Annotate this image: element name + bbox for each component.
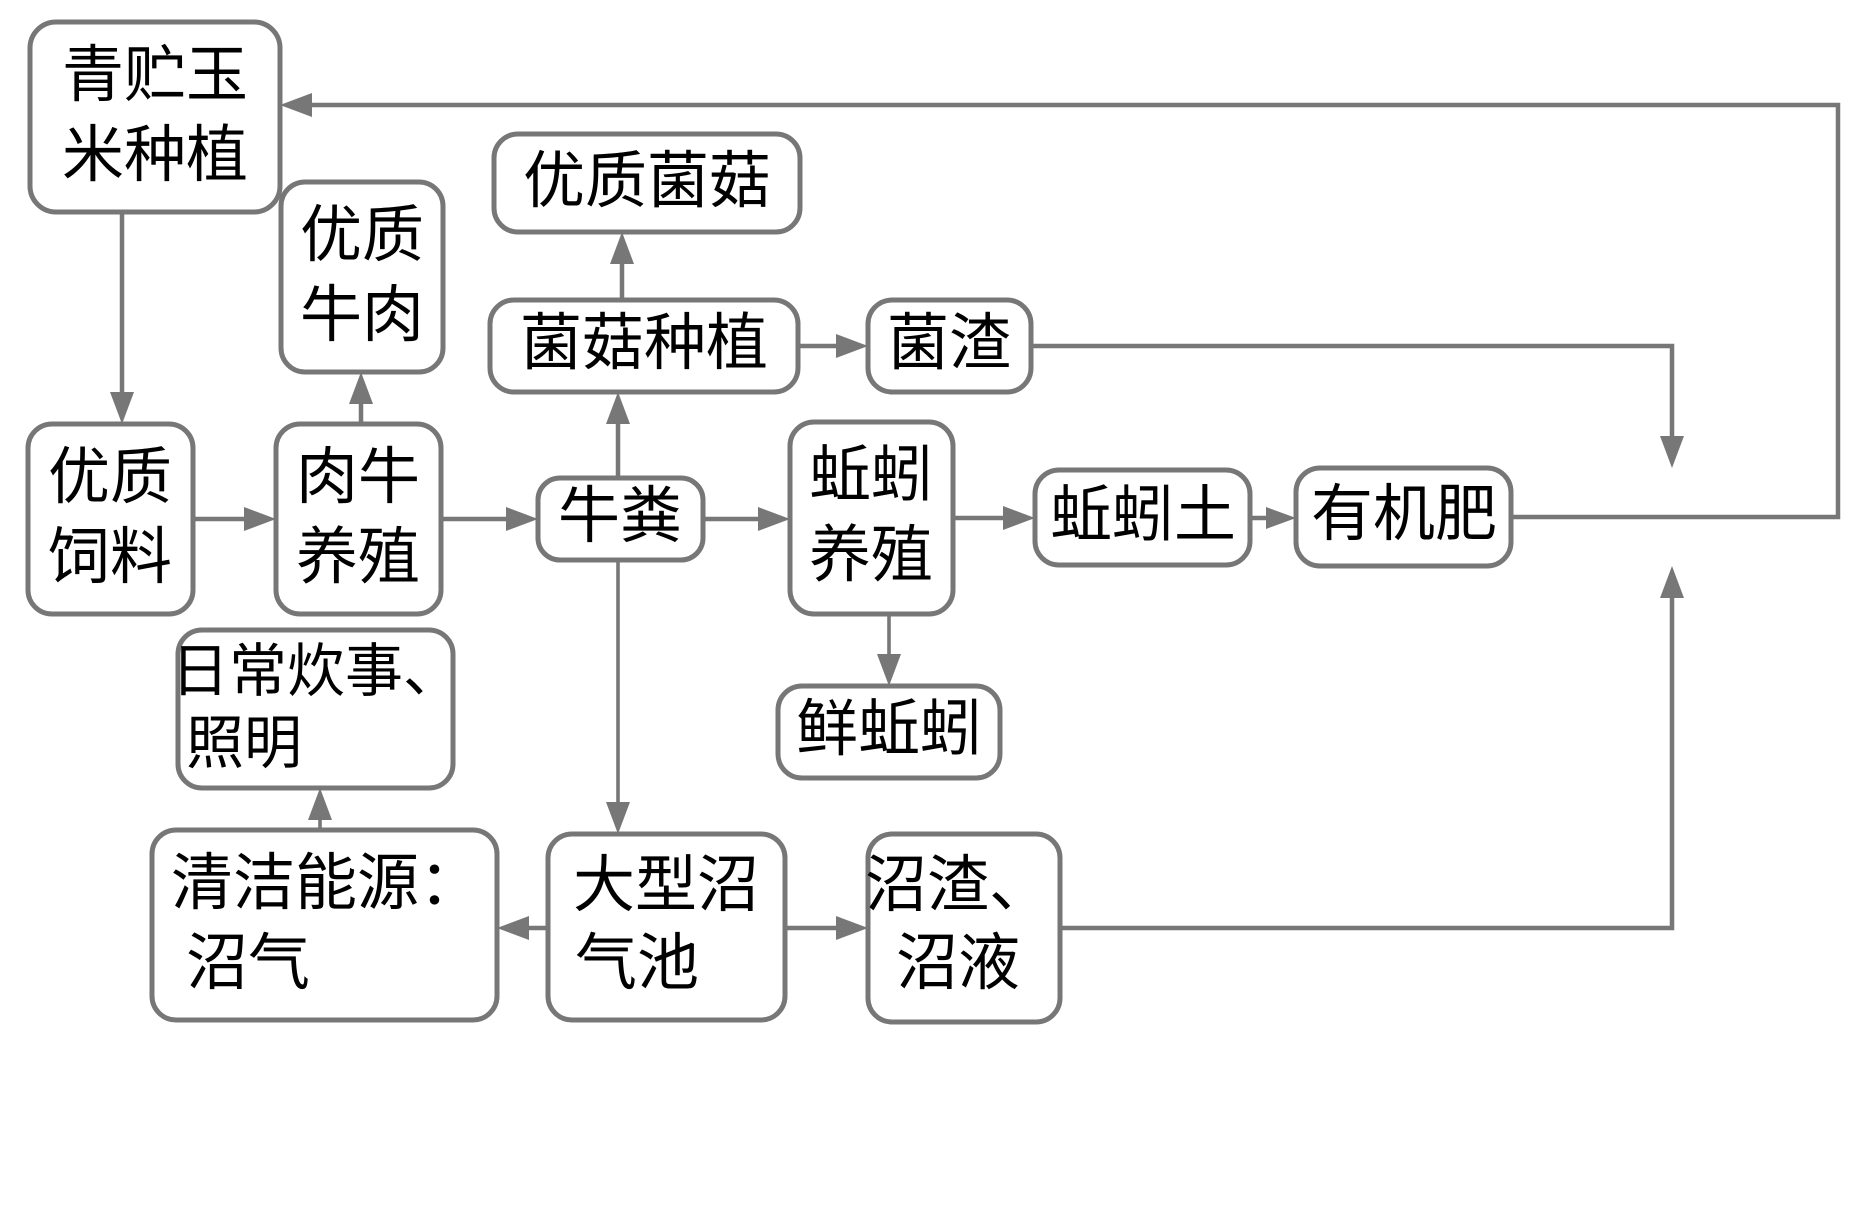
arrow-head-left [497, 916, 529, 940]
node-biogas-pool[interactable]: 大型沼 气池 [545, 831, 788, 1023]
edge-fertilizer-to-silage [280, 93, 1841, 520]
node-mushroom-residue[interactable]: 菌渣 [865, 297, 1034, 395]
edge-mushroomgrow-to-qualitymushroom [610, 232, 634, 300]
node-silage-corn[interactable]: 青贮玉 米种植 [27, 19, 283, 215]
node-organic-fertilizer[interactable]: 有机肥 [1293, 465, 1514, 569]
node-box[interactable] [865, 831, 1063, 1025]
node-label-line: 菌菇种植 [520, 306, 768, 379]
edge-path [1031, 343, 1675, 448]
node-label-line: 蚯蚓土 [1050, 478, 1236, 551]
arrow-head-down [110, 392, 134, 424]
node-beef-cattle[interactable]: 肉牛 养殖 [273, 421, 444, 617]
arrow-head-left [280, 93, 312, 117]
arrow-head-up [610, 232, 634, 264]
edge-biogas-to-cleanenergy [497, 916, 548, 940]
arrow-head-right [1003, 506, 1035, 530]
node-daily-cooking-lighting[interactable]: 日常炊事、 照明 [171, 627, 461, 791]
arrow-head-right [758, 507, 790, 531]
node-label-line: 肉牛 [296, 440, 420, 513]
edge-cattle-to-beef [349, 372, 373, 424]
arrow-head-up [606, 392, 630, 424]
node-box[interactable] [273, 421, 444, 617]
node-label-line: 优质 [48, 440, 172, 513]
node-quality-beef[interactable]: 优质 牛肉 [278, 179, 446, 375]
arrow-head-right [836, 916, 868, 940]
edge-silage-to-feed [110, 212, 134, 424]
edge-manure-to-biogas [606, 560, 630, 834]
node-label-line: 清洁能源： [171, 846, 481, 919]
node-label-line: 青贮玉 [62, 38, 248, 111]
node-label-line: 优质 [300, 198, 424, 271]
node-label-line: 大型沼 [573, 848, 759, 921]
arrow-head-right [836, 334, 868, 358]
node-label-line: 牛粪 [558, 479, 682, 552]
edge-mushroomgrow-to-residue [798, 334, 868, 358]
edge-path [300, 102, 1841, 520]
edges-layer [110, 93, 1841, 940]
node-label-line: 蚯蚓 [809, 438, 933, 511]
edge-biogas-to-residueliquid [785, 916, 868, 940]
arrow-head-right [244, 507, 276, 531]
edge-path [1060, 586, 1675, 931]
arrow-head-up [308, 788, 332, 820]
node-earthworm-farm[interactable]: 蚯蚓 养殖 [787, 419, 956, 617]
node-label-line: 饲料 [48, 520, 172, 593]
arrow-head-right [1266, 507, 1296, 529]
node-fresh-earthworm[interactable]: 鲜蚯蚓 [775, 683, 1003, 781]
node-label-line: 米种植 [62, 118, 248, 191]
node-mushroom-grow[interactable]: 菌菇种植 [487, 297, 801, 395]
node-earthworm-soil[interactable]: 蚯蚓土 [1032, 467, 1253, 568]
node-label-line: 优质菌菇 [523, 144, 771, 217]
node-label-line: 照明 [186, 709, 302, 777]
node-label-line: 菌渣 [887, 306, 1011, 379]
edge-earthwormfarm-to-fresh [877, 614, 901, 686]
node-box[interactable] [278, 179, 446, 375]
node-cow-manure[interactable]: 牛粪 [535, 475, 706, 563]
node-label-line: 沼渣、 [865, 848, 1051, 921]
node-box[interactable] [775, 683, 1003, 781]
node-label-line: 沼液 [896, 926, 1020, 999]
node-box[interactable] [25, 421, 196, 617]
edge-residue-to-fertilizer [1031, 343, 1684, 468]
node-biogas-residue-liquid[interactable]: 沼渣、 沼液 [865, 831, 1063, 1025]
node-label-line: 牛肉 [300, 278, 424, 351]
arrow-head-down [1660, 436, 1684, 468]
edge-manure-to-earthwormfarm [703, 507, 790, 531]
node-quality-mushroom[interactable]: 优质菌菇 [491, 131, 803, 235]
node-label-line: 养殖 [809, 518, 933, 591]
arrow-head-right [506, 507, 538, 531]
node-box[interactable] [491, 131, 803, 235]
node-label-line: 沼气 [186, 926, 310, 999]
node-box[interactable] [175, 627, 456, 791]
node-label-line: 日常炊事、 [171, 637, 461, 705]
arrow-head-down [606, 802, 630, 834]
node-label-line: 有机肥 [1311, 477, 1497, 550]
node-box[interactable] [1032, 467, 1253, 568]
node-box[interactable] [149, 827, 500, 1023]
edge-cattle-to-manure [441, 507, 538, 531]
arrow-head-down [877, 654, 901, 686]
node-label-line: 气池 [575, 926, 699, 999]
edge-feed-to-cattle [193, 507, 276, 531]
node-label-line: 养殖 [296, 520, 420, 593]
node-label-line: 鲜蚯蚓 [796, 692, 982, 765]
node-box[interactable] [27, 19, 283, 215]
node-box[interactable] [787, 419, 956, 617]
node-box[interactable] [487, 297, 801, 395]
edge-cleanenergy-to-cooking [308, 788, 332, 830]
node-quality-feed[interactable]: 优质 饲料 [25, 421, 196, 617]
edge-earthwormfarm-to-soil [953, 506, 1035, 530]
node-box[interactable] [865, 297, 1034, 395]
edge-manure-to-mushroomgrow [606, 392, 630, 478]
arrow-head-up [349, 372, 373, 404]
arrow-head-up [1660, 566, 1684, 598]
edge-residueliquid-to-fertilizer [1060, 566, 1684, 931]
node-clean-energy-biogas[interactable]: 清洁能源： 沼气 [149, 827, 500, 1023]
node-box[interactable] [545, 831, 788, 1023]
nodes-layer: 青贮玉 米种植 优质 牛肉 优质菌菇 菌菇种植 菌渣 [25, 19, 1514, 1025]
edge-soil-to-fertilizer [1250, 507, 1296, 529]
node-box[interactable] [1293, 465, 1514, 569]
node-box[interactable] [535, 475, 706, 563]
